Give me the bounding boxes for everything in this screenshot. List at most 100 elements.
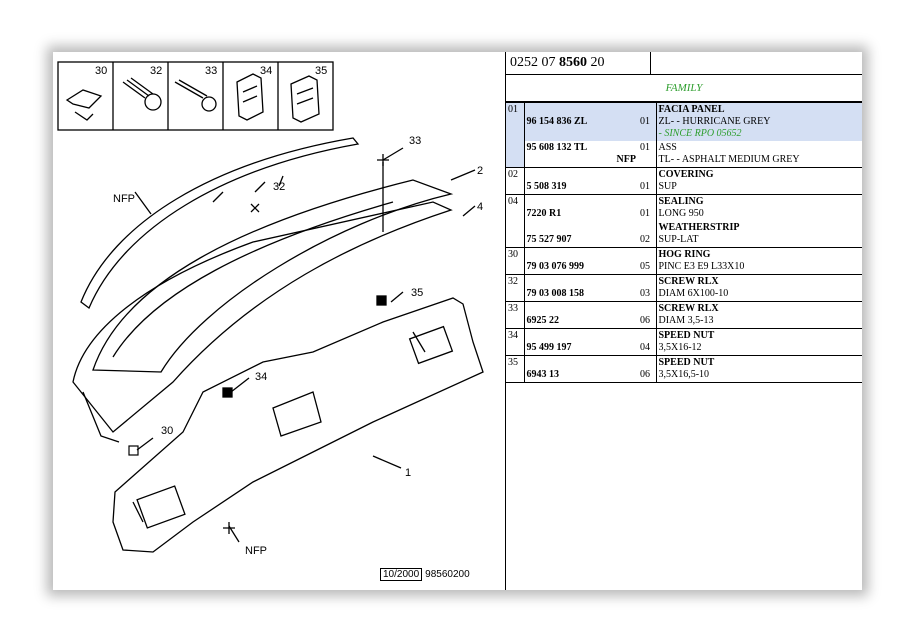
part-number: 79 03 076 999 — [526, 261, 585, 272]
callout-32: 32 — [273, 181, 285, 193]
part-description: LONG 950 — [658, 208, 704, 219]
part-name: SEALING — [658, 196, 704, 207]
quantity: 01 — [640, 181, 650, 192]
speed-nut-35-marker — [376, 295, 387, 306]
part-number: 95 499 197 — [526, 342, 572, 353]
callout-33: 33 — [409, 135, 421, 147]
part-number-cell: 5 508 319 — [524, 167, 638, 195]
family-label: FAMILY — [506, 75, 862, 103]
ref-number: 04 — [506, 194, 525, 248]
part-description-2: TL- - ASPHALT MEDIUM GREY — [658, 154, 800, 165]
part-number: 79 03 008 158 — [526, 288, 585, 299]
part-description: ZL- - HURRICANE GREY — [658, 116, 771, 127]
quantity-cell: 02 — [638, 221, 657, 248]
quantity-cell: 04 — [638, 328, 657, 356]
part-description: SUP-LAT — [658, 234, 699, 245]
drawing-date: 10/2000 — [380, 568, 423, 581]
screw-32-icon — [122, 77, 154, 99]
panel-openings — [132, 331, 426, 523]
code-part-a: 0252 07 — [510, 55, 559, 70]
callout-30: 30 — [161, 425, 173, 437]
nfp-flag: NFP — [616, 154, 636, 165]
quantity: 01 — [640, 142, 650, 153]
thumb-label-32: 32 — [150, 65, 162, 77]
part-description: DIAM 3,5-13 — [658, 315, 714, 326]
thumb-label-35: 35 — [315, 65, 327, 77]
quantity: 01 — [640, 208, 650, 219]
facia-panel-body — [112, 297, 484, 553]
screw-33-marker — [377, 154, 389, 166]
callout-nfp-top: NFP — [113, 193, 135, 205]
code-part-c: 20 — [587, 55, 605, 70]
part-description: ASS — [658, 142, 677, 153]
part-number: 6943 13 — [526, 369, 560, 380]
covering-part — [92, 179, 454, 373]
drawing-number: 98560200 — [425, 569, 470, 580]
exploded-diagram: 30 32 33 34 35 33 32 2 4 35 34 30 1 NFP … — [53, 52, 506, 590]
hog-ring-marker — [128, 445, 139, 456]
part-number-cell: 96 154 836 ZL — [524, 103, 638, 141]
quantity: 04 — [640, 342, 650, 353]
quantity-cell: 03 — [638, 274, 657, 302]
part-number: 7220 R1 — [526, 208, 562, 219]
part-number-cell: 79 03 008 158 — [524, 274, 638, 302]
callout-2: 2 — [477, 165, 483, 177]
callout-1: 1 — [405, 467, 411, 479]
quantity-cell: 01 — [638, 167, 657, 195]
ref-number: 34 — [506, 328, 525, 356]
part-name: WEATHERSTRIP — [658, 222, 740, 233]
part-name: FACIA PANEL — [658, 104, 725, 115]
part-name: COVERING — [658, 169, 714, 180]
parts-catalog-page: 30 32 33 34 35 33 32 2 4 35 34 30 1 NFP … — [53, 52, 862, 590]
part-number-cell: 95 499 197 — [524, 328, 638, 356]
part-name: SPEED NUT — [658, 357, 715, 368]
part-number: 6925 22 — [526, 315, 560, 326]
ref-number: 33 — [506, 301, 525, 329]
part-number-cell: 6925 22 — [524, 301, 638, 329]
exploded-view-drawing: 30 32 33 34 35 33 32 2 4 35 34 30 1 NFP … — [57, 61, 484, 557]
part-description: DIAM 6X100-10 — [658, 288, 729, 299]
catalog-code-header: 0252 07 8560 20 — [506, 52, 862, 75]
quantity-cell: 06 — [638, 301, 657, 329]
nfp-screw-marker — [223, 522, 235, 534]
screw-32-marker — [250, 203, 260, 213]
thumb-label-34: 34 — [260, 65, 272, 77]
rpo-note: - SINCE RPO 05652 — [658, 128, 742, 139]
part-number-cell: 75 527 907 — [524, 221, 638, 248]
quantity-cell: 01 — [638, 141, 657, 168]
part-number-cell: 79 03 076 999 — [524, 247, 638, 275]
quantity-cell: 06 — [638, 355, 657, 383]
part-number-cell: 7220 R1 — [524, 195, 638, 222]
ref-number: 35 — [506, 355, 525, 383]
quantity: 06 — [640, 369, 650, 380]
part-name: SPEED NUT — [658, 330, 715, 341]
fastener-thumbnail-strip — [57, 61, 334, 131]
quantity: 06 — [640, 315, 650, 326]
thumb-label-30: 30 — [95, 65, 107, 77]
seal-loop — [72, 201, 453, 433]
quantity-cell: 01 — [638, 194, 657, 221]
code-part-b: 8560 — [559, 55, 587, 70]
part-description: 3,5X16,5-10 — [658, 369, 710, 380]
